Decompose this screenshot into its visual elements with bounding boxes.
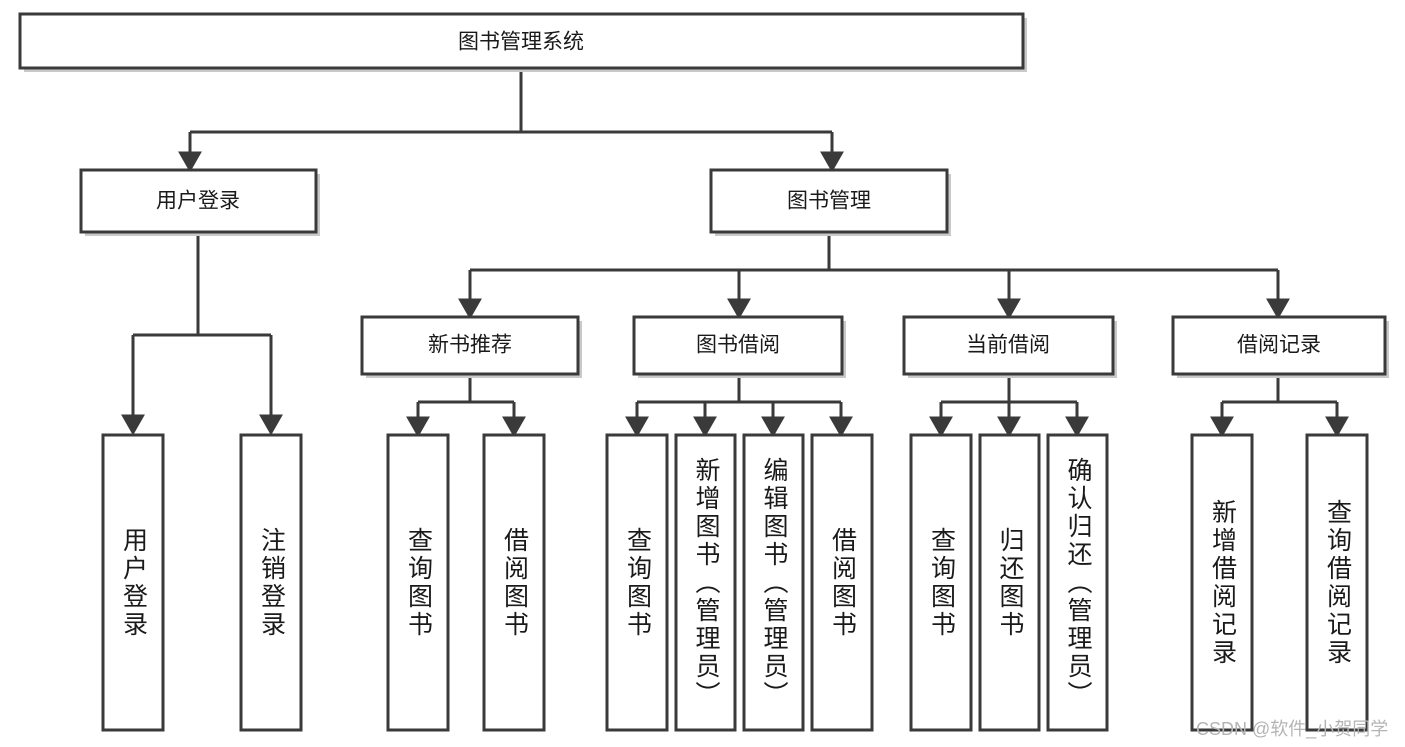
leaf-box-book-borrow-4[interactable] — [810, 433, 874, 732]
leaf-box-borrow-record-2[interactable] — [1305, 433, 1369, 732]
node-book-borrow-box[interactable] — [632, 315, 844, 376]
leaf-box-book-borrow-3[interactable] — [742, 433, 805, 732]
leaf-group-new-book-recommend — [386, 433, 546, 732]
node-book-borrow[interactable]: 图书借阅 — [632, 315, 846, 378]
node-user-login[interactable]: 用户登录 — [79, 168, 320, 236]
node-user-login-label: 用户登录 — [156, 190, 240, 213]
node-book-manage-box[interactable] — [709, 168, 949, 234]
node-borrow-record[interactable]: 借阅记录 — [1171, 315, 1389, 378]
node-current-borrow[interactable]: 当前借阅 — [902, 315, 1117, 378]
leaf-box-user-login-2[interactable] — [239, 433, 303, 732]
connector-group-borrow-record — [1210, 374, 1349, 438]
leaf-box-user-login-1[interactable] — [101, 433, 165, 732]
leaf-box-book-borrow-2[interactable] — [674, 433, 737, 732]
leaf-box-new-book-1[interactable] — [386, 433, 450, 732]
leaf-group-book-borrow — [605, 433, 874, 732]
node-root-box[interactable] — [18, 12, 1025, 70]
node-new-book-recommend-label: 新书推荐 — [428, 334, 512, 357]
connector-group-book-borrow — [625, 374, 853, 438]
node-borrow-record-box[interactable] — [1171, 315, 1387, 376]
leaf-group-borrow-record — [1190, 433, 1369, 732]
node-current-borrow-box[interactable] — [902, 315, 1115, 376]
node-user-login-box[interactable] — [79, 168, 318, 234]
leaf-box-book-borrow-1[interactable] — [605, 433, 669, 732]
leaf-group-current-borrow — [909, 433, 1109, 732]
connector-group-root — [178, 68, 844, 173]
node-current-borrow-label: 当前借阅 — [966, 334, 1050, 357]
node-book-manage-label: 图书管理 — [787, 190, 871, 213]
node-book-borrow-label: 图书借阅 — [696, 334, 780, 357]
connector-group-new-book — [406, 374, 526, 438]
node-book-manage[interactable]: 图书管理 — [709, 168, 951, 236]
node-root-label: 图书管理系统 — [458, 31, 584, 54]
node-new-book-recommend[interactable]: 新书推荐 — [360, 315, 582, 378]
leaf-group-user-login — [101, 433, 303, 732]
connector-group-current-borrow — [929, 374, 1089, 438]
leaf-box-current-borrow-2[interactable] — [978, 433, 1041, 732]
leaf-box-current-borrow-1[interactable] — [909, 433, 973, 732]
node-root[interactable]: 图书管理系统 — [18, 12, 1027, 72]
node-borrow-record-label: 借阅记录 — [1237, 334, 1321, 357]
watermark-text: CSDN @软件_小贺同学 — [1196, 719, 1389, 739]
leaf-box-new-book-2[interactable] — [482, 433, 546, 732]
connector-group-book-manage — [458, 232, 1290, 320]
node-new-book-recommend-box[interactable] — [360, 315, 580, 376]
leaf-box-current-borrow-3[interactable] — [1046, 433, 1109, 732]
connector-group-user-login — [121, 232, 283, 436]
leaf-box-borrow-record-1[interactable] — [1190, 433, 1254, 732]
